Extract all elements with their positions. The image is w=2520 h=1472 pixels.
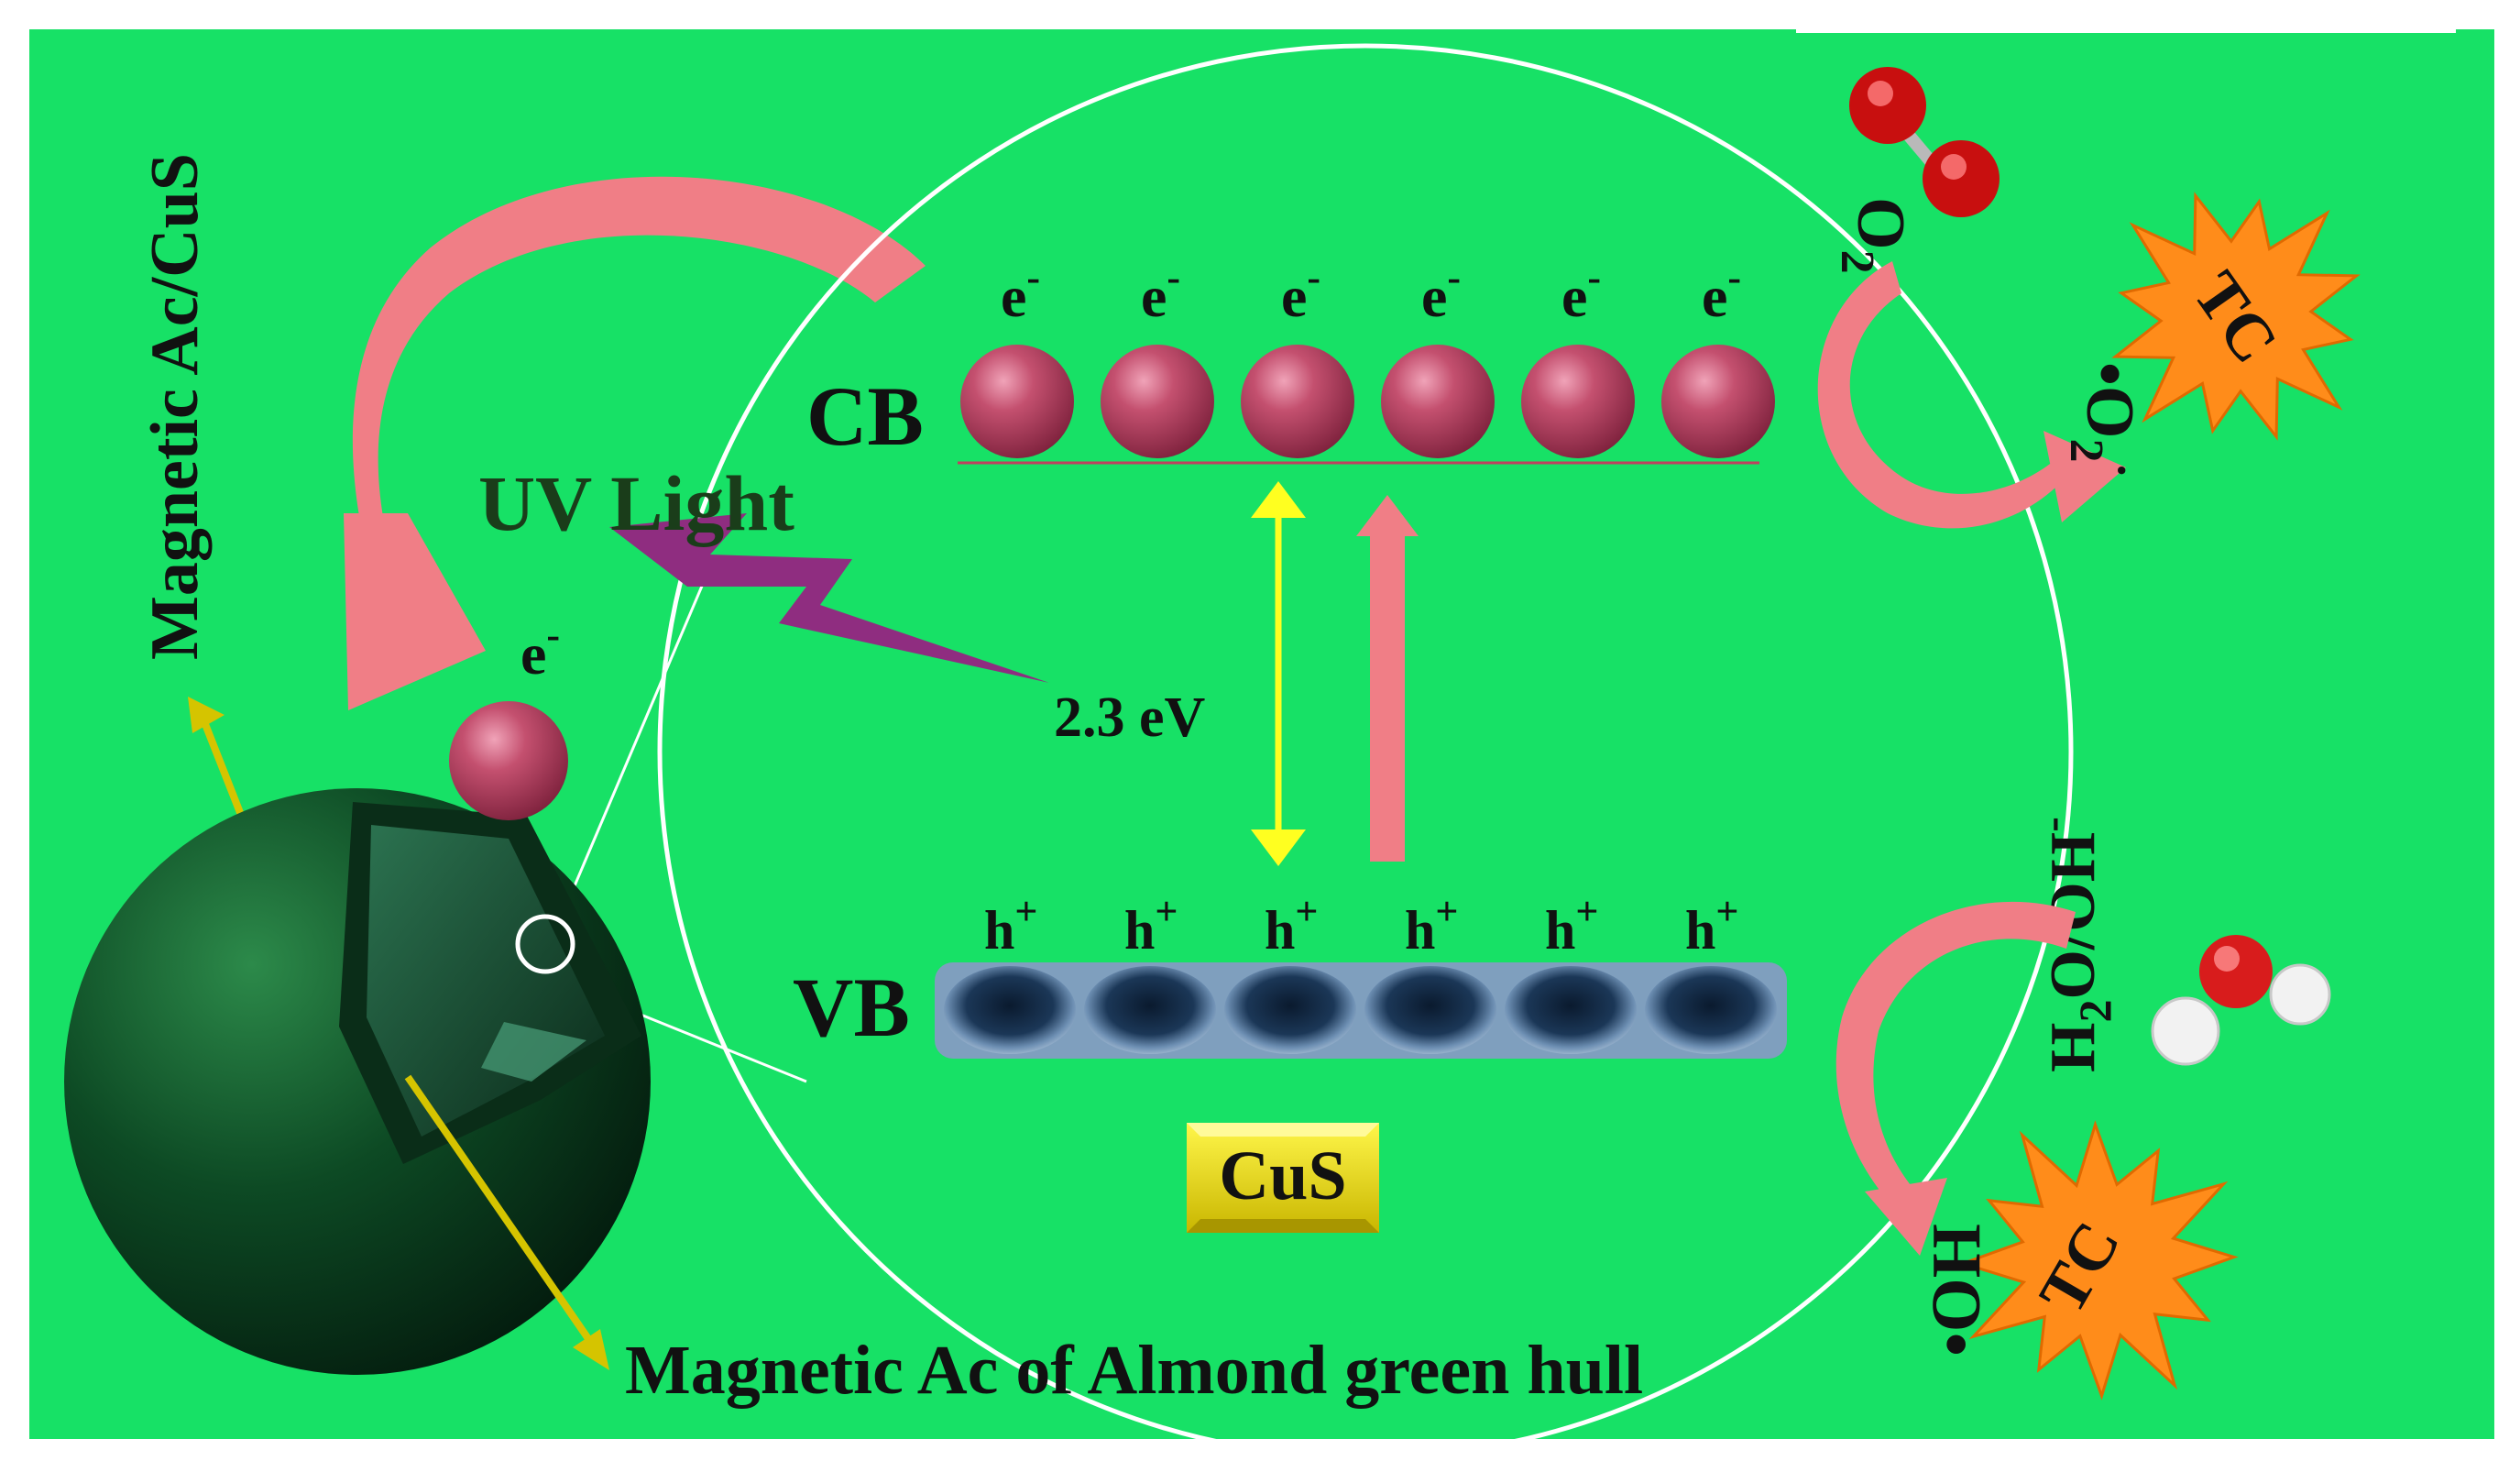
- vb-hole-label: h+: [1685, 889, 1738, 961]
- pointer-arrow-bottom-head: [573, 1329, 609, 1370]
- cb-electron: [1241, 345, 1354, 458]
- transfer-arrow-head: [344, 513, 486, 710]
- excitation-arrow-head: [1356, 495, 1419, 536]
- cus-zoom-circle: [657, 43, 2074, 1460]
- tc-starburst-top: [2111, 192, 2361, 441]
- uv-lightning: [609, 513, 1049, 683]
- cb-electron: [1101, 345, 1214, 458]
- cus-box: CuS: [1187, 1123, 1379, 1233]
- vb-hole-label: h+: [984, 889, 1037, 961]
- cb-electron-label: e-: [1421, 255, 1461, 329]
- cb-electron: [960, 345, 1074, 458]
- water-molecule: [2151, 935, 2331, 1066]
- top-right-white-strip: [1796, 26, 2456, 33]
- cb-label: CB: [806, 369, 924, 463]
- vb-hole: [1645, 966, 1777, 1054]
- pointer-arrow-bottom: [404, 1074, 595, 1346]
- cb-electron: [1521, 345, 1635, 458]
- superoxide-label: •O2·: [2060, 362, 2147, 478]
- hydroxyl-arrow-head: [1865, 1178, 1947, 1256]
- cb-electrons: e-e-e-e-e-e-: [960, 255, 1775, 458]
- cb-electron-label: e-: [1281, 255, 1320, 329]
- band-gap-arrow-bottom: [1251, 829, 1306, 866]
- magnetic-ac-hull-label: Magnetic Ac of Almond green hull: [625, 1332, 1643, 1409]
- vb-hole: [944, 966, 1076, 1054]
- excitation-arrow-shaft: [1370, 532, 1405, 862]
- superoxide-arrow: [1817, 261, 2066, 529]
- hydroxyl-label: •OH: [1918, 1224, 1995, 1357]
- cb-electron-label: e-: [1561, 255, 1601, 329]
- pointer-arrow-top-head: [188, 697, 225, 733]
- oxygen-molecule: [1849, 67, 2000, 217]
- transferred-electron-label: e-: [520, 612, 560, 687]
- cb-electron-label: e-: [1141, 255, 1180, 329]
- vb-hole-label: h+: [1405, 889, 1458, 961]
- cb-electron-label: e-: [1702, 255, 1741, 329]
- vb-hole-label: h+: [1545, 889, 1598, 961]
- uv-light-label: UV Light: [478, 459, 794, 547]
- vb-hole: [1505, 966, 1637, 1054]
- transferred-electron: [449, 701, 568, 820]
- vb-holes: h+ h+ h+ h+ h+ h+: [935, 889, 1787, 1059]
- vb-label: VB: [793, 961, 910, 1054]
- vb-hole: [1084, 966, 1216, 1054]
- cb-electron: [1661, 345, 1775, 458]
- magnetic-ac-cus-label: Magnetic Ac/CuS: [137, 153, 213, 660]
- vb-hole-label: h+: [1265, 889, 1318, 961]
- o2-label: O2: [1831, 197, 1918, 274]
- superoxide-arrow-head: [2043, 431, 2126, 522]
- magnetic-sphere: [64, 788, 651, 1375]
- band-gap-label: 2.3 eV: [1054, 687, 1206, 749]
- cb-electron-label: e-: [1001, 255, 1040, 329]
- cus-label: CuS: [1219, 1137, 1346, 1214]
- tc-starburst-bottom: [1958, 1120, 2239, 1401]
- vb-hole: [1224, 966, 1356, 1054]
- cb-electron: [1381, 345, 1495, 458]
- vb-hole-label: h+: [1124, 889, 1178, 961]
- vb-hole: [1364, 966, 1496, 1054]
- hydroxyl-arrow: [1835, 901, 2076, 1210]
- band-gap-arrow-top: [1251, 481, 1306, 518]
- zoom-spot-circle: [515, 914, 575, 974]
- water-label: H2O/OH-: [2025, 817, 2120, 1072]
- zoom-line-top: [548, 577, 707, 945]
